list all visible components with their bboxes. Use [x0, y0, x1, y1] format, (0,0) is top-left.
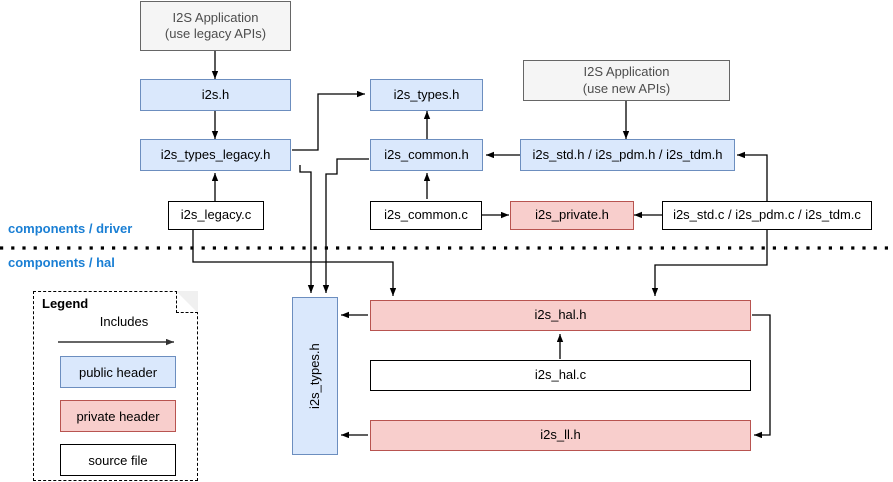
node-i2s-legacy-c[interactable]: i2s_legacy.c	[168, 201, 264, 230]
edge-hal-h-to-ll-h	[752, 314, 771, 439]
legend-panel: Legend Includes public header private he…	[33, 291, 198, 481]
node-i2s-std-pdm-tdm-c[interactable]: i2s_std.c / i2s_pdm.c / i2s_tdm.c	[662, 201, 872, 230]
edge-types-legacy-to-types-hal	[299, 165, 315, 293]
legend-title: Legend	[42, 296, 89, 311]
node-i2s-h[interactable]: i2s.h	[140, 79, 291, 111]
legend-item-source-file: source file	[60, 444, 176, 476]
legend-item-public-header: public header	[60, 356, 176, 388]
edge-std-c-to-std-h	[737, 151, 768, 203]
legend-item-private-header: private header	[60, 400, 176, 432]
node-i2s-types-h-top[interactable]: i2s_types.h	[370, 79, 483, 111]
node-i2s-hal-c[interactable]: i2s_hal.c	[370, 360, 751, 391]
node-i2s-common-h[interactable]: i2s_common.h	[370, 139, 483, 171]
node-i2s-private-h[interactable]: i2s_private.h	[510, 201, 634, 230]
node-i2s-ll-h[interactable]: i2s_ll.h	[370, 420, 751, 451]
node-i2s-hal-h[interactable]: i2s_hal.h	[370, 300, 751, 331]
node-i2s-types-h-hal[interactable]: i2s_types.h	[292, 297, 338, 455]
node-label-line2: (use new APIs)	[582, 80, 671, 96]
legend-fold-mask	[176, 291, 198, 313]
node-label-line1: I2S Application	[172, 9, 259, 25]
node-i2s-types-legacy-h[interactable]: i2s_types_legacy.h	[140, 139, 291, 171]
node-i2s-application-new[interactable]: I2S Application (use new APIs)	[523, 60, 730, 101]
node-label-line2: (use legacy APIs)	[164, 26, 267, 41]
edge-legacy-c-to-hal-h	[192, 229, 397, 296]
edge-std-c-to-hal-h	[651, 229, 768, 296]
zone-label-components-hal: components / hal	[8, 255, 115, 270]
node-i2s-std-pdm-tdm-h[interactable]: i2s_std.h / i2s_pdm.h / i2s_tdm.h	[520, 139, 735, 171]
node-label-line1: I2S Application	[583, 64, 670, 80]
legend-includes-arrow-icon	[58, 338, 174, 346]
legend-fold-corner-icon	[176, 291, 198, 313]
zone-label-components-driver: components / driver	[8, 221, 133, 236]
legend-includes-label: Includes	[99, 314, 149, 329]
node-i2s-common-c[interactable]: i2s_common.c	[370, 201, 482, 230]
edge-common-h-to-types-hal	[322, 158, 369, 293]
edge-types-legacy-to-types-top	[292, 90, 365, 151]
node-i2s-application-legacy[interactable]: I2S Application (use legacy APIs)	[140, 1, 291, 51]
